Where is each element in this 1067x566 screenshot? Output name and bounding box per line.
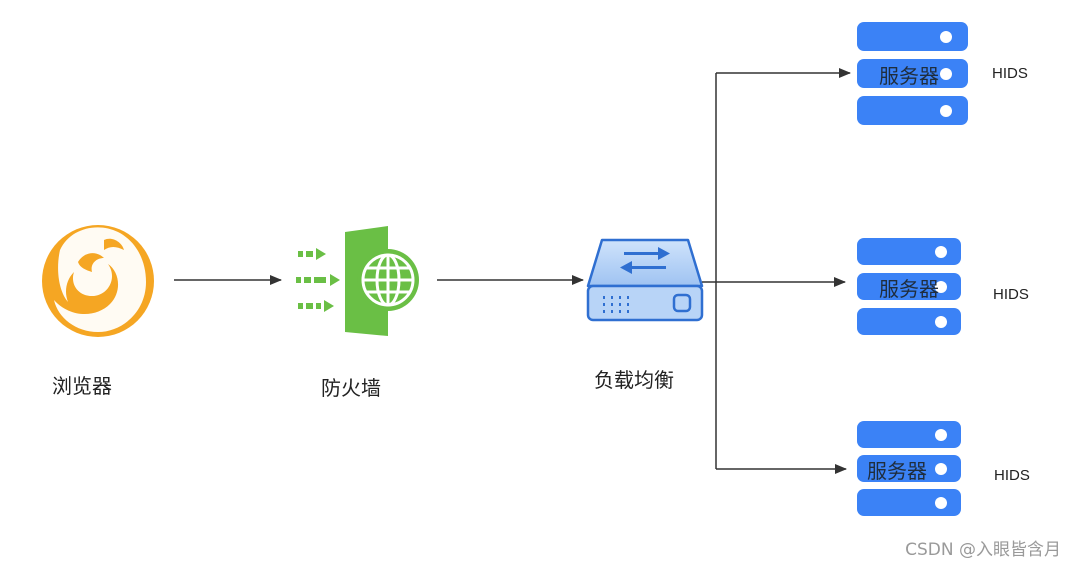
server-1-hids: HIDS bbox=[992, 65, 1028, 82]
load-balancer-label: 负载均衡 bbox=[594, 368, 674, 392]
firewall-icon bbox=[296, 226, 419, 336]
server-3-label: 服务器 bbox=[867, 459, 927, 483]
load-balancer-icon bbox=[586, 238, 704, 322]
server-1-icon bbox=[857, 22, 968, 125]
watermark: CSDN @入眼皆含月 bbox=[905, 540, 1061, 560]
server-2-icon bbox=[857, 238, 961, 335]
firewall-label: 防火墙 bbox=[321, 376, 381, 400]
server-3-icon bbox=[857, 421, 961, 516]
server-2-hids: HIDS bbox=[993, 286, 1029, 303]
server-3-hids: HIDS bbox=[994, 467, 1030, 484]
browser-label: 浏览器 bbox=[52, 374, 112, 398]
browser-icon bbox=[42, 225, 154, 337]
server-2-label: 服务器 bbox=[879, 277, 939, 301]
server-1-label: 服务器 bbox=[879, 64, 939, 88]
